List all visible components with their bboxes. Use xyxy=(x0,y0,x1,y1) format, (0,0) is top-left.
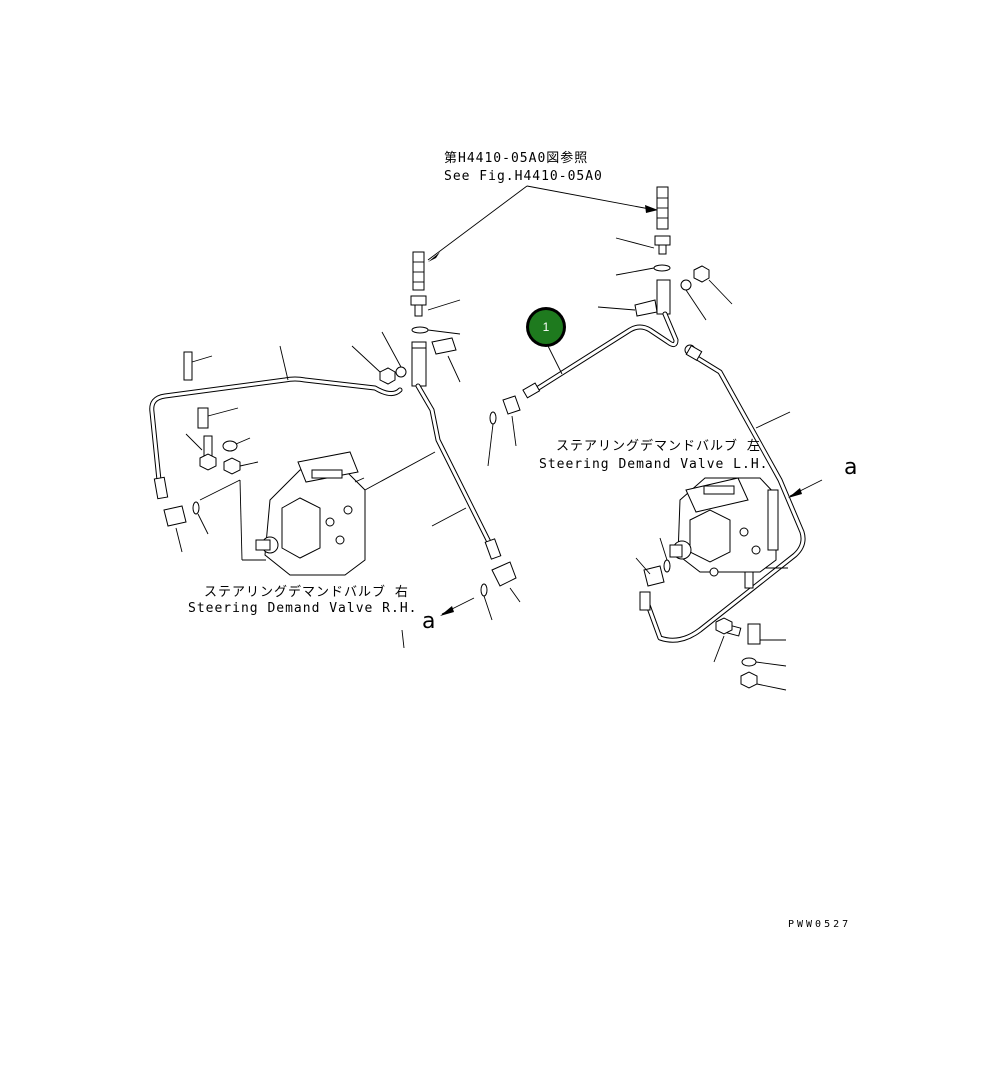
reference-jp: 第H4410-05A0図参照 xyxy=(444,150,588,166)
reference-arrows xyxy=(427,185,658,262)
rh-label-en: Steering Demand Valve R.H. xyxy=(188,601,418,616)
callout-number: 1 xyxy=(543,320,550,334)
rh-label-jp: ステアリングデマンドバルブ 右 xyxy=(204,584,409,600)
right-hose-assembly xyxy=(597,186,733,321)
marker-a-right: a xyxy=(788,455,857,498)
svg-text:a: a xyxy=(844,455,857,480)
marker-a-left: a xyxy=(422,597,475,634)
pipe-leaders xyxy=(279,341,791,429)
drawing-code: PWW0527 xyxy=(788,919,851,930)
callout-badge-1[interactable]: 1 xyxy=(526,307,566,347)
left-clamps xyxy=(183,351,259,475)
left-hose-assembly xyxy=(351,251,461,387)
fittings xyxy=(153,344,703,621)
lh-valve-body xyxy=(669,477,779,577)
pipe-runs xyxy=(149,311,806,643)
lh-label-en: Steering Demand Valve L.H. xyxy=(539,457,769,472)
lh-label-jp: ステアリングデマンドバルブ 左 xyxy=(556,438,761,454)
svg-text:a: a xyxy=(422,609,435,634)
rh-valve-body xyxy=(199,451,436,649)
right-clamps xyxy=(713,559,788,691)
reference-en: See Fig.H4410-05A0 xyxy=(444,169,603,184)
